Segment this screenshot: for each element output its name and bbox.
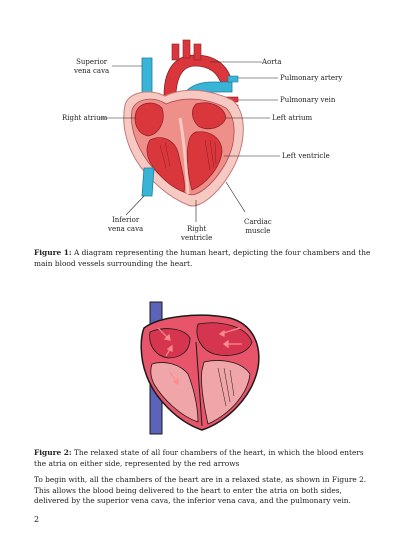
- label-inferior-vena-cava: Inferior vena cava: [108, 216, 144, 233]
- heart-relaxed-diagram: [140, 301, 260, 435]
- figure-1-caption-text: A diagram representing the human heart, …: [34, 248, 371, 268]
- figure-1: Superior vena cava Aorta Pulmonary arter…: [0, 0, 400, 250]
- left-atrium-shape: [192, 102, 227, 130]
- label-left-ventricle: Left ventricle: [282, 152, 330, 160]
- label-pulmonary-vein: Pulmonary vein: [280, 96, 336, 104]
- figure-1-caption-label: Figure 1:: [34, 248, 72, 257]
- figure-2-caption-label: Figure 2:: [34, 448, 72, 457]
- figure-1-caption: Figure 1: A diagram representing the hum…: [34, 248, 374, 269]
- inferior-vena-cava-shape: [141, 167, 155, 197]
- label-cardiac-muscle: Cardiac muscle: [244, 218, 272, 235]
- label-right-ventricle: Right ventricle: [181, 225, 213, 242]
- label-left-atrium: Left atrium: [272, 114, 313, 122]
- right-ventricle-shape: [146, 137, 185, 193]
- right-atrium-shape: [134, 102, 164, 137]
- label-pulmonary-artery: Pulmonary artery: [280, 74, 343, 82]
- body-paragraph: To begin with, all the chambers of the h…: [34, 475, 367, 505]
- figure-2: [130, 298, 270, 438]
- label-superior-vena-cava: Superior vena cava: [74, 58, 110, 75]
- figure-2-caption: Figure 2: The relaxed state of all four …: [34, 448, 374, 469]
- left-ventricle-shape: [186, 131, 223, 191]
- figure-2-caption-text: The relaxed state of all four chambers o…: [34, 448, 364, 468]
- label-right-atrium: Right atrium: [62, 114, 108, 122]
- page-number: 2: [34, 515, 40, 524]
- heart-diagram: [100, 39, 280, 222]
- label-aorta: Aorta: [262, 58, 282, 66]
